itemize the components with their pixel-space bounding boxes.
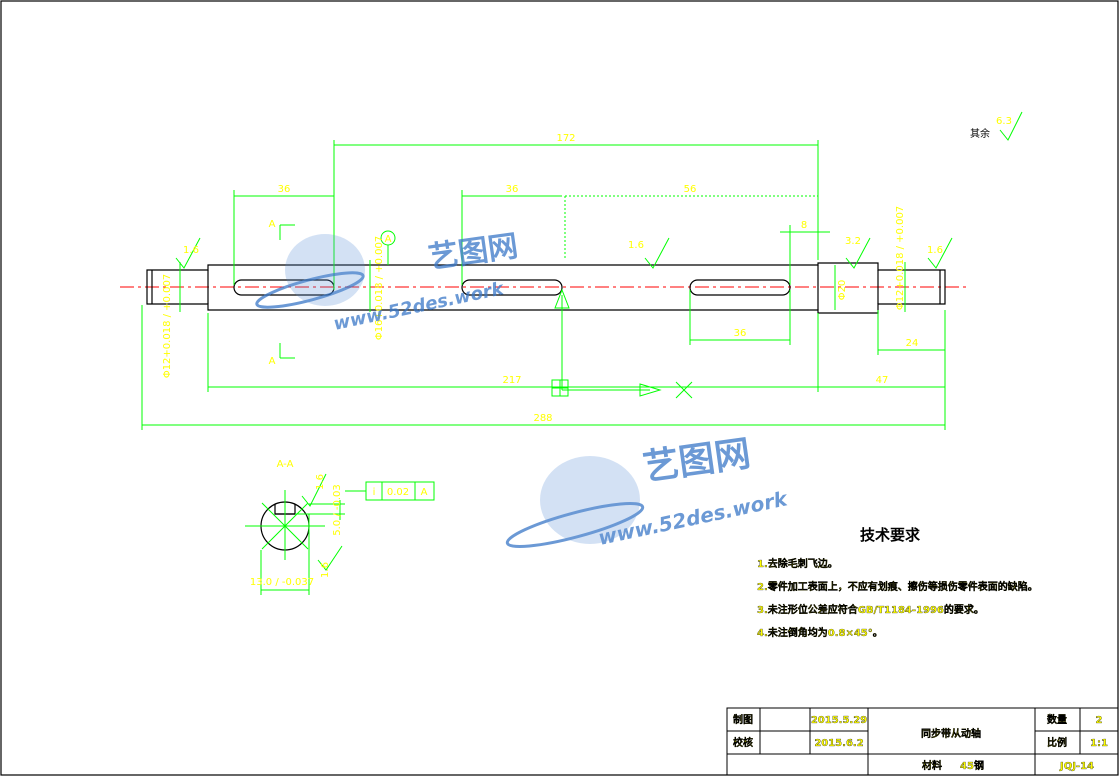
watermark-brand: 艺图网 [641,433,754,489]
watermark-center: 艺图网 www.52des.work [505,433,791,550]
material-value: 45钢 [960,759,984,772]
dim-217: 217 [502,375,521,386]
dim-24: 24 [906,338,919,349]
shaft-view [120,262,970,314]
keyway-slot [461,279,563,296]
qty-value: 2 [1096,715,1103,726]
shaft-outline [146,262,946,314]
dim-dia-16: Φ16+0.018 / +0.007 [374,236,385,340]
tech-item: 4.未注倒角均为0.8×45°。 [757,626,883,639]
section-title: A-A [277,459,294,470]
material-label: 材料 [922,759,942,772]
section-dim-5: 5.0 / -0.03 [332,484,343,536]
dim-47: 47 [876,375,889,386]
tolerance-datum: A [421,487,428,498]
dim-36-left: 36 [278,184,291,195]
roughness-4: 1.6 [927,245,943,256]
section-roughness-bottom: 1.6 [320,562,331,578]
qty-label: 数量 [1047,713,1067,726]
section-texts: A-A 1.6 1.6 5.0 / -0.03 13.0 / -0.037 i … [250,459,428,588]
section-mark-bottom: A [269,356,276,367]
dim-dia-12-right: Φ12+0.018 / +0.007 [895,206,906,310]
watermark-globe-icon [540,456,640,544]
scale-label: 比例 [1047,736,1067,749]
dim-dia-12-left: Φ12+0.018 / +0.007 [162,274,173,378]
tolerance-value: 0.02 [387,487,409,498]
section-mark-top: A [269,219,276,230]
keyway-slot [689,279,791,296]
checked-label: 校核 [733,736,753,749]
dim-8: 8 [801,220,807,231]
dim-dia-20: Φ20 [837,280,848,301]
tech-item: 3.未注形位公差应符合GB/T1184-1996的要求。 [757,603,984,616]
scale-value: 1:1 [1090,738,1108,749]
roughness-1: 1.6 [183,245,199,256]
checked-date: 2015.6.2 [814,738,863,749]
dim-36-right: 36 [734,328,747,339]
tolerance-symbol: i [373,487,376,498]
title-block-texts: 制图 2015.5.29 校核 2015.6.2 同步带从动轴 数量 2 比例 … [733,713,1108,772]
section-roughness-top: 1.6 [315,474,326,490]
section-view [245,473,435,595]
dimension-lines [141,111,1023,430]
drawn-label: 制图 [733,713,753,726]
tech-item: 1.去除毛刺飞边。 [757,557,838,570]
dimension-texts: 172 36 36 56 8 36 24 217 47 288 Φ20 Φ12+… [162,116,1012,424]
dim-172: 172 [556,133,575,144]
section-dim-13: 13.0 / -0.037 [250,577,314,588]
roughness-rest-label: 其余 [970,127,990,140]
roughness-2: 1.6 [628,240,644,251]
watermark-brand: 艺图网 [426,229,520,276]
title-block [726,707,1119,776]
tech-item: 2.零件加工表面上，不应有划痕、擦伤等损伤零件表面的缺陷。 [757,580,1038,593]
part-name: 同步带从动轴 [921,727,981,740]
drawing-number: JQJ-14 [1059,761,1094,772]
roughness-rest-value: 6.3 [996,116,1012,127]
dim-36-mid: 36 [506,184,519,195]
tech-heading: 技术要求 [860,526,921,544]
datum-a: A [385,234,392,245]
tech-requirements: 技术要求 1.去除毛刺飞边。 2.零件加工表面上，不应有划痕、擦伤等损伤零件表面… [757,526,1038,639]
roughness-3: 3.2 [845,236,861,247]
dim-56: 56 [684,184,697,195]
dim-288: 288 [533,413,552,424]
drawn-date: 2015.5.29 [811,715,867,726]
